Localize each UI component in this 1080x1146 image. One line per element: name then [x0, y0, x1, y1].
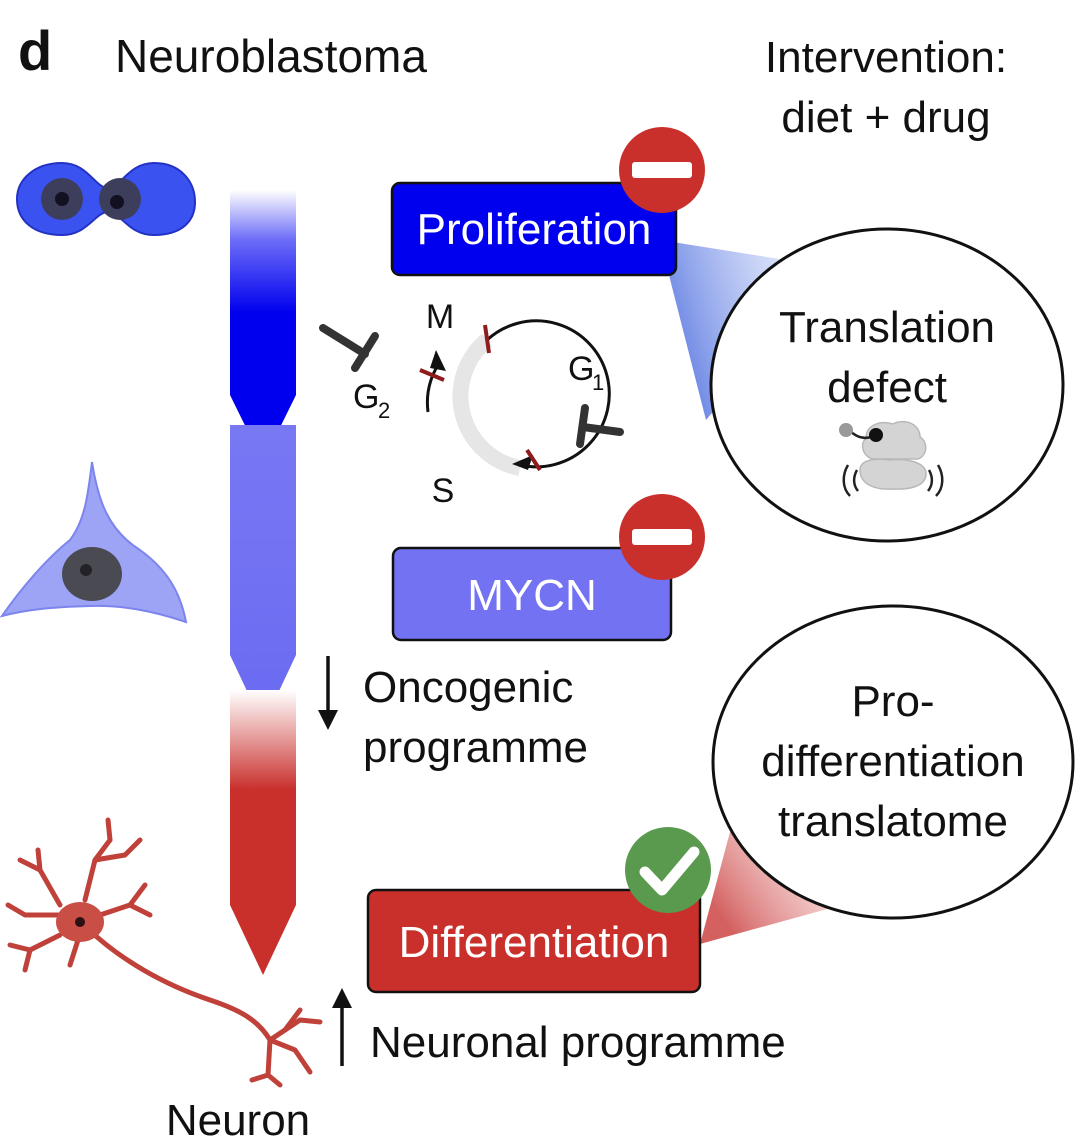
vibration-mark-right-outer	[935, 464, 944, 497]
differentiation-label: Differentiation	[399, 918, 670, 967]
mycn-box: MYCN	[391, 546, 673, 642]
intervention-label: Intervention:	[765, 33, 1007, 82]
neuron-soma	[56, 902, 104, 942]
intervention-detail: diet + drug	[781, 93, 990, 142]
panel-letter: d	[18, 19, 52, 82]
g1-inhibitor-line	[579, 423, 624, 436]
phase-m-label: M	[426, 298, 454, 336]
g2-inhibitor-bar	[351, 332, 379, 372]
trajectory-arrow-red	[230, 690, 296, 975]
translation-defect-line2: defect	[827, 363, 947, 412]
oncogenic-programme: Oncogenic programme	[318, 656, 588, 772]
cycle-arrowhead-m	[430, 350, 446, 371]
cycle-arrowhead-s	[512, 455, 533, 470]
differentiation-check-badge	[625, 827, 711, 913]
trajectory-arrow-blue	[230, 190, 296, 462]
neuron-label: Neuron	[166, 1096, 310, 1145]
pro-differentiation-pointer	[700, 832, 860, 944]
check-icon	[639, 846, 700, 896]
phase-g1-label: G	[568, 350, 594, 388]
vibration-mark-left-outer	[842, 464, 851, 497]
pro-differentiation-line2: differentiation	[761, 737, 1024, 786]
oncogenic-line2: programme	[363, 723, 588, 772]
minus-icon	[632, 162, 692, 178]
proliferation-label: Proliferation	[417, 205, 652, 254]
proliferation-minus-badge	[619, 127, 705, 213]
vibration-mark-left-inner	[852, 469, 860, 492]
oncogenic-line1: Oncogenic	[363, 663, 573, 712]
diagram-title: Neuroblastoma	[115, 30, 427, 82]
neuronal-programme-label: Neuronal programme	[370, 1018, 786, 1067]
cell-cycle-diagram: M G 1 G 2 S	[319, 298, 624, 510]
trajectory-arrow	[230, 190, 296, 975]
mycn-minus-badge	[619, 494, 705, 580]
phase-g1-subscript: 1	[592, 370, 604, 395]
proliferation-box: Proliferation	[390, 181, 678, 277]
differentiation-box: Differentiation	[366, 888, 702, 994]
mycn-label: MYCN	[467, 571, 597, 620]
ribosome-icon	[839, 420, 944, 497]
translation-defect-line1: Translation	[779, 303, 995, 352]
pro-differentiation-bubble: Pro- differentiation translatome	[711, 604, 1075, 920]
translation-defect-bubble: Translation defect	[709, 227, 1065, 543]
pro-differentiation-line3: translatome	[778, 797, 1008, 846]
vibration-mark-right-inner	[926, 469, 934, 492]
g2-inhibitor-line	[319, 324, 369, 358]
dividing-cell-icon	[15, 161, 197, 237]
phase-s-label: S	[432, 472, 455, 510]
neuron-icon	[5, 817, 323, 1088]
phase-g2-label: G	[353, 378, 379, 416]
pro-differentiation-line1: Pro-	[851, 677, 934, 726]
g1-inhibitor-bar	[576, 404, 589, 448]
phase-g2-subscript: 2	[378, 398, 390, 423]
neuroblast-cell-icon	[0, 461, 188, 624]
minus-icon	[632, 529, 692, 545]
neuronal-programme: Neuronal programme	[332, 988, 786, 1067]
trajectory-arrow-light-blue	[230, 425, 296, 725]
